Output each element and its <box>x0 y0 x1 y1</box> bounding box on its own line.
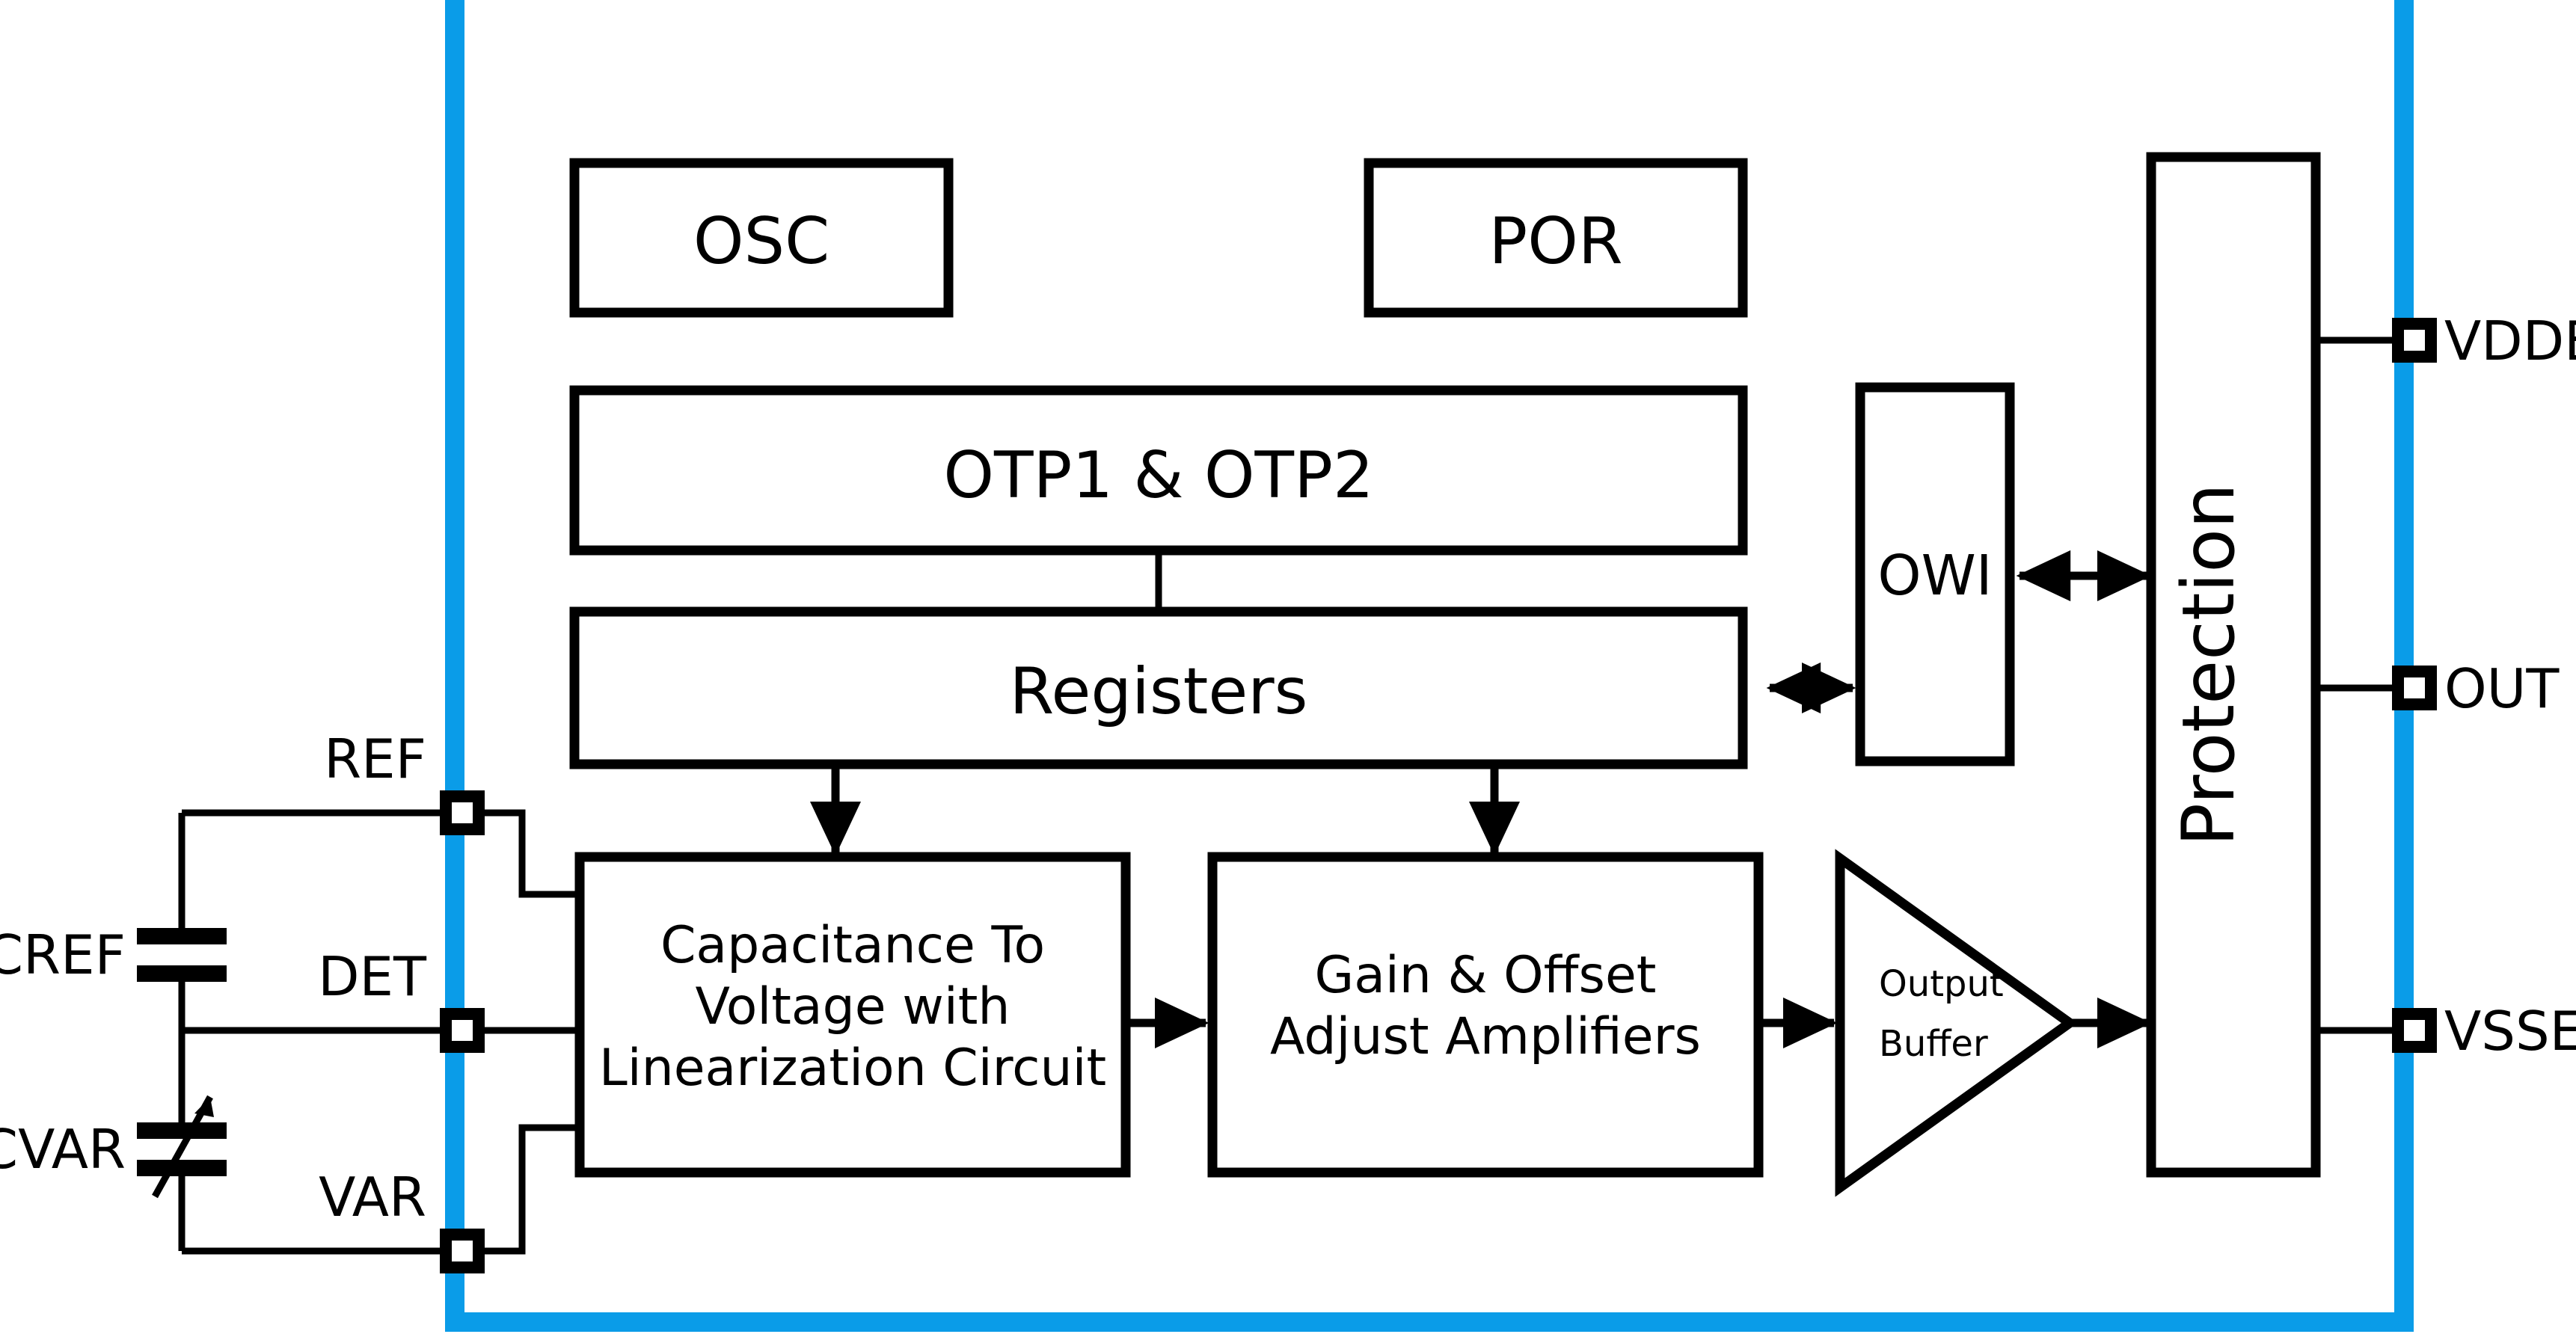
pin-pad-var-inner <box>452 1241 473 1261</box>
block-osc-label: OSC <box>693 204 829 279</box>
block-protection[interactable] <box>2146 152 2321 1178</box>
block-owi[interactable] <box>1855 382 2015 766</box>
block-output-buffer-label-line1: Output <box>1879 963 2004 1005</box>
wire-ref-to-c2v <box>485 809 580 898</box>
block-registers[interactable] <box>569 606 1748 769</box>
block-osc[interactable] <box>569 158 954 318</box>
block-otp[interactable] <box>569 385 1748 556</box>
chip-boundary <box>445 0 2414 1332</box>
cref-label: CREF <box>0 923 126 986</box>
pin-pad-vdde-inner <box>2404 330 2425 351</box>
block-output-buffer-label-line2: Buffer <box>1879 1023 1988 1065</box>
block-owi-label: OWI <box>1877 544 1992 608</box>
wire-var-to-c2v <box>485 1124 580 1255</box>
block-output-buffer[interactable] <box>1835 849 2079 1197</box>
pin-pad-ref-inner <box>452 802 473 823</box>
pin-pad-det-inner <box>452 1020 473 1041</box>
block-c2v-label-line1: Capacitance To <box>660 916 1045 975</box>
block-otp-label: OTP1 & OTP2 <box>943 438 1373 513</box>
pin-label-vsse: VSSE <box>2444 1000 2576 1063</box>
block-gain-offset-label-line1: Gain & Offset <box>1315 946 1657 1005</box>
block-gain-offset[interactable] <box>1207 852 1764 1178</box>
pin-label-det: DET <box>318 945 427 1008</box>
pin-label-var: VAR <box>319 1166 426 1229</box>
pin-label-ref: REF <box>324 728 426 790</box>
pin-label-vdde: VDDE <box>2444 310 2576 372</box>
block-por[interactable] <box>1364 158 1748 318</box>
pin-label-out: OUT <box>2444 657 2560 720</box>
pin-pad-out-inner <box>2404 677 2425 698</box>
cvar-label: CVAR <box>0 1118 126 1181</box>
block-por-label: POR <box>1488 204 1622 279</box>
block-gain-offset-label-line2: Adjust Amplifiers <box>1270 1007 1701 1066</box>
cvar-variable-arrowhead <box>194 1097 214 1117</box>
block-c2v-label-line2: Voltage with <box>696 977 1011 1036</box>
block-protection-label: Protection <box>2167 483 2251 846</box>
pin-pad-vsse-inner <box>2404 1020 2425 1041</box>
block-registers-label: Registers <box>1010 654 1308 729</box>
block-c2v-label-line3: Linearization Circuit <box>599 1039 1106 1098</box>
block-capacitance-to-voltage[interactable] <box>574 852 1131 1178</box>
